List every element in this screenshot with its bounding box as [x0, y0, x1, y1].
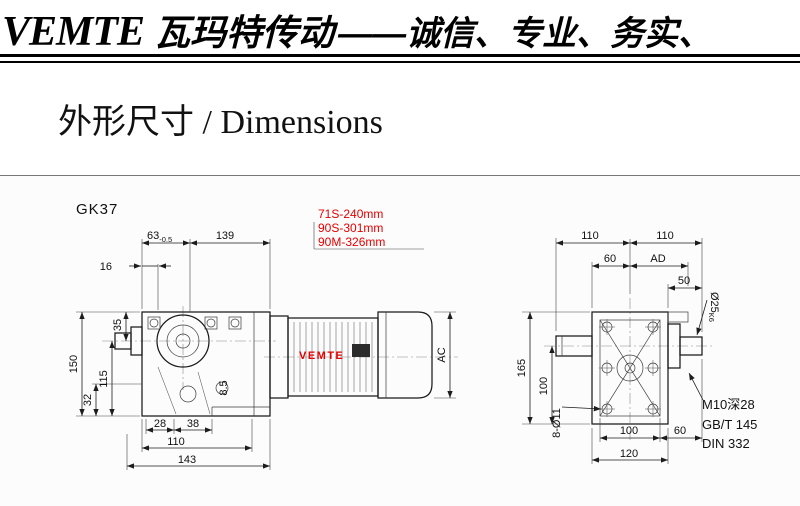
motor-length-annotations: 71S-240mm 90S-301mm 90M-326mm [313, 207, 424, 250]
motor-brand-label: VEMTE [299, 350, 344, 362]
note-gbt-standard: GB/T 145 [702, 417, 757, 432]
dim-32: 32 [82, 394, 94, 406]
brand-name-cn: 瓦玛特传动 [154, 12, 335, 53]
bolt-hole [644, 359, 662, 377]
dim-63: 63-0.5 [147, 230, 172, 244]
dim-25-value: Ø25 [708, 292, 720, 313]
dim-165: 165 [516, 359, 528, 377]
page-title: 外形尺寸 / Dimensions [58, 104, 383, 141]
drawing-canvas: GK37 71S-240mm 90S-301mm 90M-326mm [68, 201, 757, 470]
bolt-hole [598, 359, 616, 377]
dim-150: 150 [68, 355, 80, 373]
dim-110-base: 110 [167, 436, 185, 448]
dim-100-left: 100 [538, 377, 550, 395]
dim-110-right: 110 [656, 230, 674, 242]
motor-length-bracket [313, 221, 424, 250]
motor-outline: VEMTE [269, 311, 433, 399]
dim-AD: AD [650, 253, 665, 265]
dim-bolt-holes: 8-Ø11 [551, 408, 563, 438]
flange-outline [555, 311, 703, 425]
dim-35: 35 [112, 319, 124, 331]
bolt-hole [598, 318, 616, 336]
dim-shaft-diameter: Ø25K6 [707, 292, 720, 322]
motor-length-90m: 90M-326mm [318, 235, 385, 249]
side-view-dimension-texts: 63-0.5 139 16 150 115 35 32 8.5 28 38 11… [68, 230, 448, 466]
dim-25-tolerance: K6 [707, 313, 716, 322]
bolt-hole [644, 400, 662, 418]
dim-143: 143 [178, 454, 196, 466]
motor-length-71s: 71S-240mm [318, 207, 383, 221]
dim-115: 115 [98, 370, 110, 388]
end-view-dimension-texts: 110 110 60 AD 50 Ø25K6 165 100 100 60 12… [516, 230, 757, 460]
section-divider [0, 174, 800, 176]
dim-120: 120 [620, 448, 638, 460]
dim-16: 16 [100, 261, 112, 273]
dim-110-left: 110 [581, 230, 599, 242]
note-tapped-hole: M10深28 [702, 397, 755, 412]
side-view-extension-lines [76, 238, 456, 470]
dim-63-tolerance: -0.5 [159, 235, 172, 244]
side-view-centerlines [102, 305, 458, 390]
nameplate-block [352, 343, 370, 357]
brand-logo: VEMTE [2, 9, 145, 54]
header-divider [0, 54, 800, 63]
side-view: VEMTE [68, 230, 458, 470]
dim-100-bottom: 100 [620, 425, 638, 437]
output-shaft-left [555, 335, 593, 357]
bolt-hole [598, 400, 616, 418]
dim-38: 38 [187, 418, 199, 430]
dim-139: 139 [216, 230, 234, 242]
dim-8-5: 8.5 [218, 380, 230, 395]
header-slogan: ——诚信、专业、务实、 [338, 15, 713, 53]
note-din-standard: DIN 332 [702, 436, 750, 451]
dim-63-value: 63 [147, 230, 159, 242]
motor-fins [293, 321, 373, 392]
dim-60-top: 60 [604, 253, 616, 265]
model-label: GK37 [76, 201, 118, 218]
end-view: 110 110 60 AD 50 Ø25K6 165 100 100 60 12… [516, 230, 757, 464]
dim-AC: AC [436, 347, 448, 362]
bolt-hole [644, 318, 662, 336]
end-view-dimension-lines [527, 240, 708, 463]
dimension-drawing: GK37 71S-240mm 90S-301mm 90M-326mm [0, 175, 800, 506]
shaft-end [679, 336, 703, 356]
dim-50: 50 [678, 275, 690, 287]
motor-length-90s: 90S-301mm [318, 221, 383, 235]
gearbox-outline [114, 311, 271, 417]
dim-28: 28 [154, 418, 166, 430]
side-view-dimension-lines [79, 240, 453, 469]
dim-60-bottom: 60 [674, 425, 686, 437]
